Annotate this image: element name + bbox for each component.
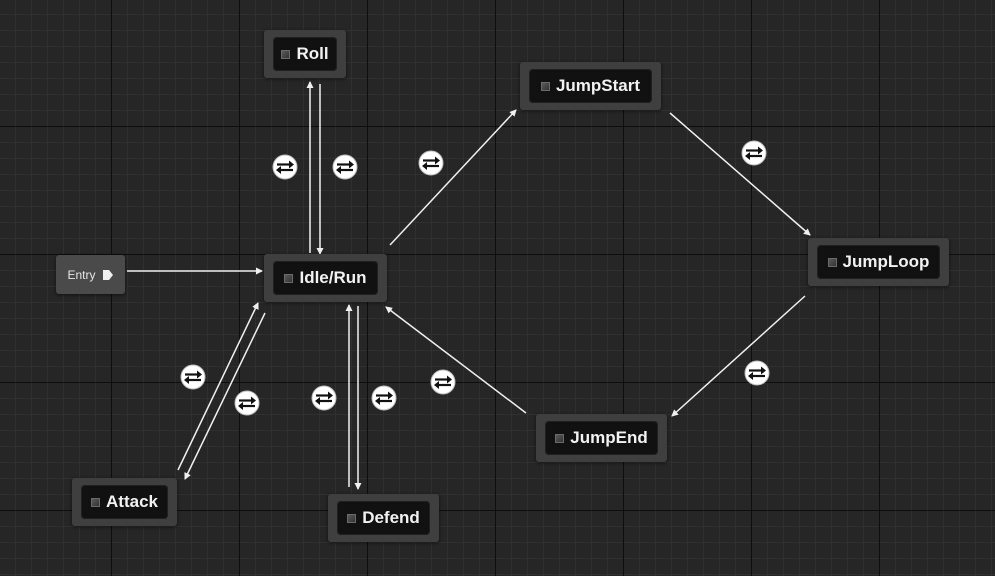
- transition-rule-icon[interactable]: [740, 139, 768, 167]
- state-node-icon: [540, 81, 550, 91]
- state-node-idle-run[interactable]: Idle/Run: [264, 254, 387, 302]
- state-node-roll[interactable]: Roll: [264, 30, 346, 78]
- state-node-defend[interactable]: Defend: [328, 494, 439, 542]
- state-node-icon: [827, 257, 837, 267]
- state-label-jumpstart: JumpStart: [555, 76, 641, 95]
- exec-pin-icon[interactable]: [102, 269, 114, 281]
- state-node-icon: [347, 513, 357, 523]
- state-node-jumpstart[interactable]: JumpStart: [520, 62, 661, 110]
- state-label-roll: Roll: [296, 44, 329, 63]
- transition-rule-icon[interactable]: [743, 359, 771, 387]
- transition-rule-icon[interactable]: [233, 389, 261, 417]
- state-node-icon: [91, 497, 101, 507]
- transition-wire-idle-jumpstart: [389, 109, 517, 246]
- transition-wire-jumpend-idle: [385, 306, 527, 414]
- state-label-jumpend: JumpEnd: [570, 428, 648, 447]
- state-node-icon: [284, 273, 294, 283]
- entry-label: Entry: [67, 267, 96, 282]
- transition-wire-attack-idle: [177, 302, 259, 471]
- transition-wire-jumpstart-jumploop: [669, 112, 811, 236]
- entry-node[interactable]: Entry: [56, 255, 125, 294]
- transition-wire-jumploop-jumpend: [671, 295, 806, 417]
- transition-rule-icon[interactable]: [310, 384, 338, 412]
- transition-rule-icon[interactable]: [179, 363, 207, 391]
- transition-rule-icon[interactable]: [429, 368, 457, 396]
- transition-wire-idle-attack: [184, 312, 266, 480]
- state-node-icon: [281, 49, 291, 59]
- state-node-jumpend[interactable]: JumpEnd: [536, 414, 667, 462]
- transition-rule-icon[interactable]: [417, 149, 445, 177]
- transition-rule-icon[interactable]: [271, 153, 299, 181]
- state-node-attack[interactable]: Attack: [72, 478, 177, 526]
- transition-rule-icon[interactable]: [370, 384, 398, 412]
- state-node-jumploop[interactable]: JumpLoop: [808, 238, 949, 286]
- state-node-icon: [555, 433, 565, 443]
- state-label-jumploop: JumpLoop: [842, 252, 930, 271]
- transition-rule-icon[interactable]: [331, 153, 359, 181]
- state-label-defend: Defend: [362, 508, 420, 527]
- state-label-idle-run: Idle/Run: [299, 268, 367, 287]
- state-label-attack: Attack: [106, 492, 158, 511]
